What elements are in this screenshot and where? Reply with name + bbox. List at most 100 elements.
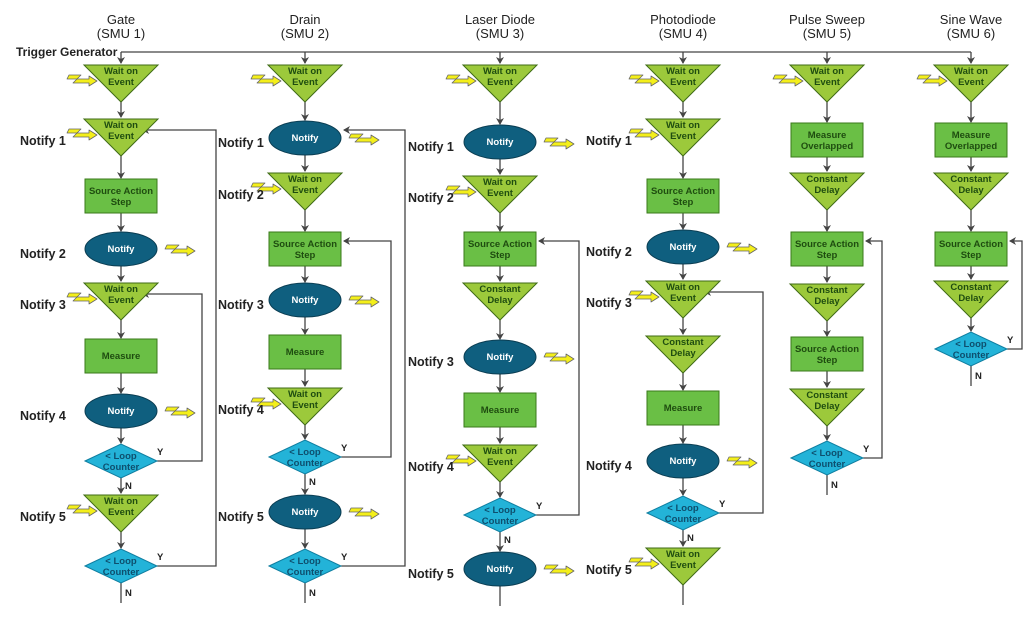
node-label: Measure <box>286 347 325 358</box>
diamond-shape <box>933 331 1009 367</box>
node-label: Wait on <box>666 282 700 293</box>
column-title-5: Pulse Sweep <box>789 12 865 27</box>
node-label: Counter <box>287 458 324 469</box>
column-subtitle-1: (SMU 1) <box>97 26 145 41</box>
node-rect[interactable]: Measure <box>84 338 158 374</box>
node-label: Measure <box>481 405 520 416</box>
ellipse-shape <box>463 124 537 160</box>
node-label: Notify <box>292 295 320 306</box>
node-rect[interactable]: Measure <box>463 392 537 428</box>
column-titles: Gate(SMU 1)Drain(SMU 2)Laser Diode(SMU 3… <box>97 12 1002 41</box>
no-label: N <box>309 477 316 488</box>
node-notify[interactable]: Notify <box>268 120 342 156</box>
node-label: Step <box>490 250 511 261</box>
node-rect[interactable]: Measure <box>268 334 342 370</box>
diamond-shape <box>267 439 343 475</box>
node-notify[interactable]: Notify <box>463 124 537 160</box>
notify-out-bolt-icon <box>164 244 196 257</box>
triangle-shape <box>461 175 539 214</box>
notify-out-bolt-icon-shape <box>543 564 575 577</box>
node-label: Wait on <box>104 284 138 295</box>
node-notify[interactable]: Notify <box>463 551 537 587</box>
node-label: < Loop <box>289 556 321 567</box>
triangle-shape <box>932 64 1010 103</box>
rect-shape <box>84 338 158 374</box>
yes-label: Y <box>341 552 348 563</box>
node-notify[interactable]: Notify <box>463 339 537 375</box>
node-label: Event <box>292 185 319 196</box>
node-label: Event <box>292 77 319 88</box>
yes-label: Y <box>157 552 164 563</box>
notify-side-label: Notify 3 <box>20 298 66 312</box>
node-rect[interactable]: Measure <box>646 390 720 426</box>
notify-out-bolt-icon-shape <box>543 137 575 150</box>
notify-side-label: Notify 3 <box>586 296 632 310</box>
node-label: Wait on <box>104 120 138 131</box>
node-notify[interactable]: Notify <box>646 443 720 479</box>
notify-out-bolt-icon-shape <box>726 456 758 469</box>
node-notify[interactable]: Notify <box>84 393 158 429</box>
node-notify[interactable]: Notify <box>268 282 342 318</box>
rect-shape <box>646 178 720 214</box>
rect-shape <box>268 231 342 267</box>
node-notify[interactable]: Notify <box>646 229 720 265</box>
node-label: Delay <box>958 185 984 196</box>
notify-side-label: Notify 2 <box>586 245 632 259</box>
node-label: Notify <box>108 406 136 417</box>
node-notify[interactable]: Notify <box>84 231 158 267</box>
notify-side-label: Notify 1 <box>586 134 632 148</box>
node-label: Delay <box>670 348 696 359</box>
node-label: Wait on <box>288 174 322 185</box>
node-notify[interactable]: Notify <box>268 494 342 530</box>
node-label: Notify <box>487 352 515 363</box>
triangle-shape <box>644 280 722 319</box>
notify-out-bolt-icon <box>348 507 380 520</box>
node-label: Delay <box>487 295 513 306</box>
ellipse-shape <box>646 229 720 265</box>
node-label: Event <box>487 77 514 88</box>
column-title-2: Drain <box>289 12 320 27</box>
trigger-in-bolt-icon <box>250 74 282 87</box>
